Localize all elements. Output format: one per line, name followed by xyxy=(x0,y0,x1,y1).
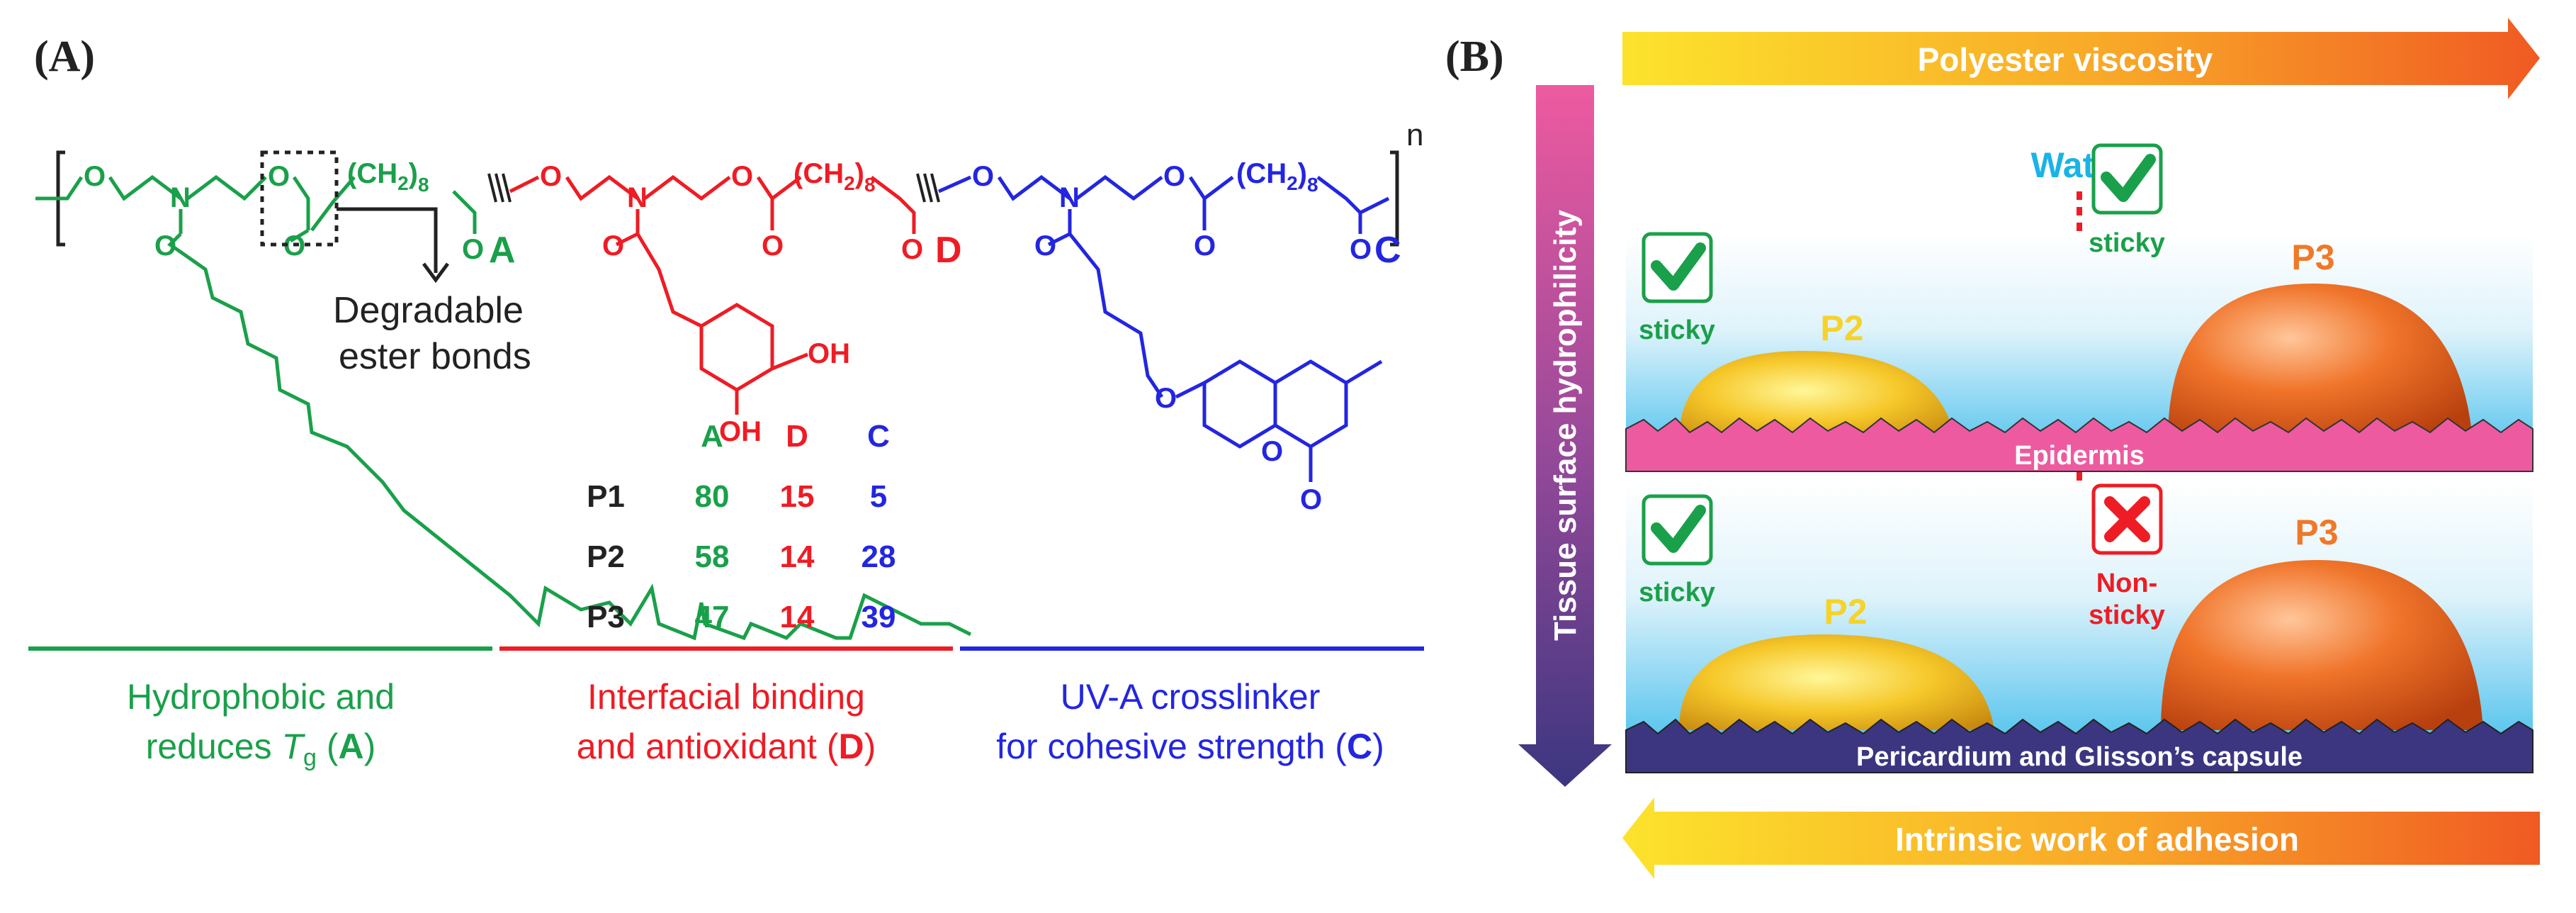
atom-o-c7: O xyxy=(1261,436,1283,467)
cross-icon xyxy=(2104,496,2150,542)
atom-o-c1: O xyxy=(972,161,994,192)
ch2-a: (CH2)8 xyxy=(347,158,429,196)
p2-label-lower: P2 xyxy=(1824,592,1867,632)
atom-o-d5: O xyxy=(901,234,923,265)
atom-o-a5: O xyxy=(462,234,484,265)
atom-o-c4: O xyxy=(1034,230,1056,262)
table-row-p2-c: 28 xyxy=(862,539,896,574)
description-c-line1: UV-A crosslinker xyxy=(1061,677,1321,717)
atom-o-c5: O xyxy=(1350,234,1372,265)
table-header-c: C xyxy=(867,419,890,454)
p3-label-lower: P3 xyxy=(2295,512,2338,552)
sticky-label: sticky xyxy=(2089,228,2165,258)
atom-o-d1: O xyxy=(540,161,562,192)
degradable-label-line2: ester bonds xyxy=(339,336,531,377)
atom-o-a4: O xyxy=(154,230,176,262)
table-row-p3-d: 14 xyxy=(780,600,815,634)
description-c-line2: for cohesive strength (C) xyxy=(996,727,1384,766)
ester-callout-arrowhead xyxy=(422,262,450,284)
description-a-line1: Hydrophobic and xyxy=(127,677,395,717)
epidermis-label: Epidermis xyxy=(2014,441,2145,471)
description-d: Interfacial binding and antioxidant (D) xyxy=(577,677,876,766)
p3-label-upper: P3 xyxy=(2291,237,2334,277)
table-row-p3-name: P3 xyxy=(587,600,625,634)
atom-o-d3: O xyxy=(762,230,784,262)
composition-table: A D C P1 80 15 5 P2 58 14 28 P3 47 14 39 xyxy=(587,419,896,634)
p3-droplet-lower xyxy=(2161,560,2483,730)
block-junction-ad xyxy=(487,173,512,203)
table-header-d: D xyxy=(786,419,808,454)
atom-o-c3: O xyxy=(1194,230,1216,262)
atom-o-d4: O xyxy=(602,230,624,262)
sticky-indicator-lower-left: sticky xyxy=(1639,494,1715,607)
block-junction-dc xyxy=(916,173,940,203)
description-a: Hydrophobic and reduces Tg (A) xyxy=(127,677,395,771)
ester-callout-arrow xyxy=(337,207,438,273)
table-row-p3-a: 47 xyxy=(695,600,730,634)
hydrophilicity-arrow xyxy=(1518,85,1612,787)
repeat-bracket-right xyxy=(1390,150,1399,247)
table-row-p3-c: 39 xyxy=(862,600,896,634)
repeat-subscript-n: n xyxy=(1406,118,1423,152)
segment-d-structure xyxy=(509,174,916,415)
sticky-indicator-upper-right: sticky xyxy=(2089,143,2165,258)
check-icon xyxy=(2101,154,2156,202)
table-row-p1-c: 5 xyxy=(870,479,887,514)
table-row-p1-name: P1 xyxy=(587,479,625,514)
segment-a-structure xyxy=(35,174,972,641)
atom-n-d: N xyxy=(627,182,648,213)
non-sticky-label-line1: Non- xyxy=(2096,568,2158,598)
atom-oh-d1: OH xyxy=(808,338,850,369)
table-row-p2-name: P2 xyxy=(587,539,625,574)
degradable-label-line1: Degradable xyxy=(333,290,524,331)
work-of-adhesion-arrow-label: Intrinsic work of adhesion xyxy=(1895,821,2299,858)
atom-o-a1: O xyxy=(84,161,106,192)
work-of-adhesion-arrow xyxy=(1622,797,2540,879)
sticky-label: sticky xyxy=(1639,578,1715,607)
ch2-c: (CH2)8 xyxy=(1236,158,1318,196)
atom-o-d2: O xyxy=(731,161,753,192)
epidermis-layer xyxy=(1625,417,2533,472)
panel-b-label: (B) xyxy=(1445,33,1504,81)
atom-oh-d2: OH xyxy=(719,416,762,447)
pericardium-label: Pericardium and Glisson’s capsule xyxy=(1856,742,2303,772)
p2-droplet-lower xyxy=(1679,634,1994,730)
backbone-label-d: D xyxy=(935,230,962,271)
viscosity-arrow-label: Polyester viscosity xyxy=(1918,41,2213,78)
check-icon xyxy=(1651,242,1706,291)
check-icon xyxy=(1651,505,1706,553)
backbone-label-a: A xyxy=(489,230,516,271)
atom-o-c8: O xyxy=(1300,484,1322,515)
table-row-p2-d: 14 xyxy=(780,539,815,574)
table-row-p1-d: 15 xyxy=(780,479,815,514)
panel-a-label: (A) xyxy=(34,33,95,81)
table-header-a: A xyxy=(701,419,723,454)
hydrophilicity-arrow-label: Tissue surface hydrophilicity xyxy=(1548,209,1583,641)
ester-highlight-box xyxy=(260,150,339,247)
p3-droplet-upper xyxy=(2168,284,2473,439)
description-a-line2: reduces Tg (A) xyxy=(146,727,376,771)
backbone-label-c: C xyxy=(1374,230,1401,271)
description-c: UV-A crosslinker for cohesive strength (… xyxy=(996,677,1384,766)
non-sticky-indicator-lower-right: Non- sticky xyxy=(2089,483,2165,630)
viscosity-arrow xyxy=(1622,18,2540,99)
atom-o-c2: O xyxy=(1163,161,1185,192)
pericardium-layer xyxy=(1625,718,2533,773)
table-row-p1-a: 80 xyxy=(695,479,730,514)
p2-droplet-upper xyxy=(1679,351,1955,439)
segment-c-structure xyxy=(937,174,1390,482)
sticky-indicator-upper-left: sticky xyxy=(1639,232,1715,345)
atom-n-c: N xyxy=(1059,182,1080,213)
description-d-line2: and antioxidant (D) xyxy=(577,727,876,766)
atom-o-a2: O xyxy=(268,161,290,192)
description-d-line1: Interfacial binding xyxy=(587,677,865,717)
sticky-label: sticky xyxy=(1639,315,1715,345)
atom-o-c6: O xyxy=(1155,383,1177,414)
non-sticky-label-line2: sticky xyxy=(2089,600,2165,630)
p2-label-upper: P2 xyxy=(1820,308,1863,348)
ch2-d: (CH2)8 xyxy=(793,158,876,196)
atom-n-a: N xyxy=(170,182,191,213)
table-row-p2-a: 58 xyxy=(695,539,730,574)
